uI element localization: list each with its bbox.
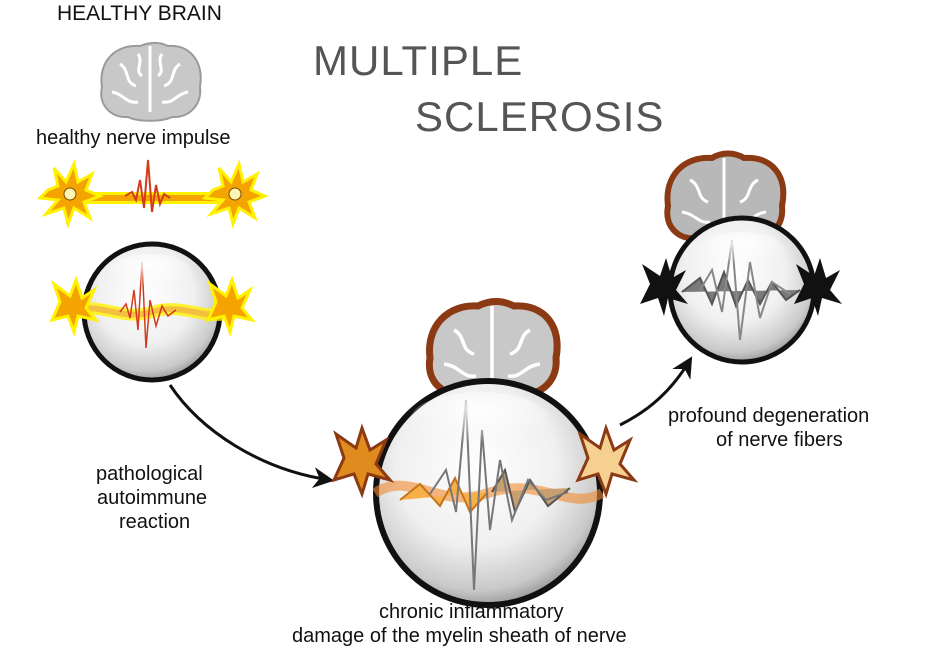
healthy-magnifier-sphere-icon [49,241,256,383]
arrow-icon [619,356,693,427]
healthy-neuron-icon [36,159,270,230]
chronic-label-line-1: chronic inflammatory [379,601,564,623]
profound-label-line-2: of nerve fibers [716,429,843,451]
healthy-brain-icon [100,42,202,122]
healthy-impulse-label: healthy nerve impulse [36,127,231,149]
autoimmune-label-line-1: pathological [96,463,203,485]
title-line-2: SCLEROSIS [415,93,665,140]
autoimmune-label-line-3: reaction [119,511,191,533]
healthy-nerve-impulse-icon [124,159,171,213]
chronic-label-line-2: damage of the myelin sheath of nerve [292,625,627,647]
profound-label-line-1: profound degeneration [668,405,870,427]
damaged-magnifier-sphere-icon [331,378,639,608]
autoimmune-label-line-2: autoimmune [97,487,208,509]
healthy-brain-heading: HEALTHY BRAIN [57,2,222,25]
arrow-icon [168,384,335,489]
title-line-1: MULTIPLE [313,37,524,84]
degenerated-magnifier-sphere-icon [640,215,842,365]
